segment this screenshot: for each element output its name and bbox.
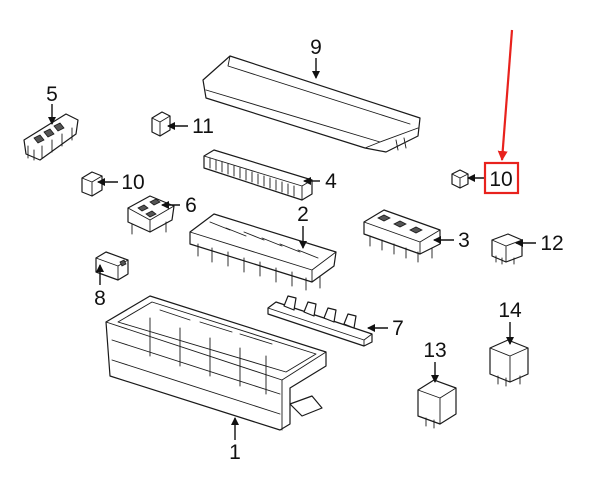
part-5-connector (23, 113, 79, 161)
callout-13: 13 (423, 339, 446, 362)
callout-6: 6 (185, 194, 197, 217)
part-3-connector (363, 209, 441, 263)
callout-11: 11 (192, 115, 214, 138)
callout-14: 14 (498, 299, 522, 322)
part-12-relay (491, 233, 523, 265)
leader-lines (48, 58, 536, 440)
part-2-carrier (189, 213, 337, 291)
part-10-relay-right (451, 169, 469, 189)
part-13-relay (417, 379, 457, 429)
part-4-fuse-strip (203, 149, 313, 201)
callout-12: 12 (540, 232, 563, 255)
part-11-relay (151, 111, 171, 137)
part-1-housing (105, 295, 327, 431)
callout-10-left: 10 (121, 171, 144, 194)
part-7-bracket (267, 295, 373, 347)
callout-2: 2 (297, 203, 309, 226)
callout-8: 8 (94, 287, 106, 310)
callout-4: 4 (325, 170, 337, 193)
part-6-connector (127, 195, 175, 235)
part-10-relay-left (81, 171, 103, 197)
callout-7: 7 (392, 317, 404, 340)
callout-3: 3 (458, 229, 470, 252)
highlight-box (483, 161, 520, 195)
part-8-clip (95, 251, 129, 281)
callout-9: 9 (310, 36, 322, 59)
part-14-relay (489, 339, 529, 387)
callout-5: 5 (46, 83, 58, 106)
callout-10-right: 10 (489, 168, 512, 191)
part-9-cover (202, 55, 421, 153)
callout-labels: 9 5 11 10 10 4 6 2 3 12 8 7 1 13 14 (46, 36, 564, 464)
callout-1: 1 (229, 441, 241, 464)
highlight-arrow (497, 29, 514, 161)
